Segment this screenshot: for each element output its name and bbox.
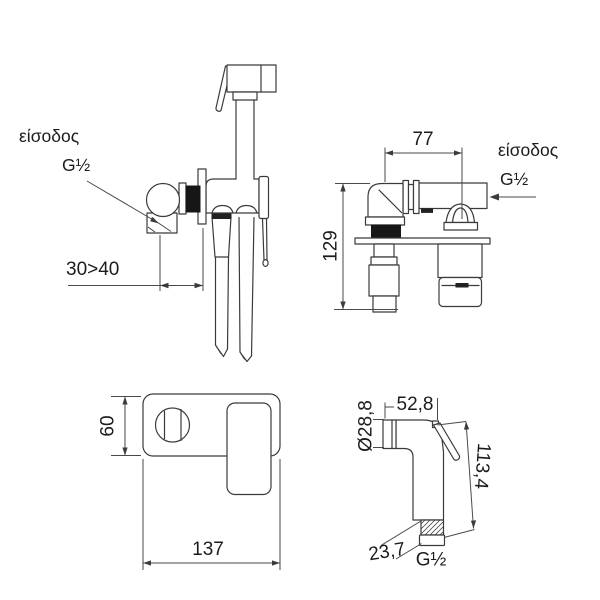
front-inlet-label: είσοδος xyxy=(19,126,80,146)
front-inlet-size-label: G½ xyxy=(62,155,91,175)
sprayer-head-diameter-dimension: Ø28,8 xyxy=(355,400,377,452)
sprayer-head-length-dimension: 52,8 xyxy=(396,394,434,415)
side-view-drawing xyxy=(334,147,536,313)
sprayer-view-drawing xyxy=(373,398,477,560)
plate-width-dimension: 137 xyxy=(192,539,224,560)
plate-view-drawing xyxy=(111,393,281,570)
front-view-drawing xyxy=(68,64,277,363)
side-width-dimension: 77 xyxy=(412,129,434,150)
plate-height-dimension: 60 xyxy=(97,415,119,437)
front-wall-depth-dimension: 30>40 xyxy=(66,259,120,280)
side-height-dimension: 129 xyxy=(320,230,342,262)
side-inlet-size-label: G½ xyxy=(500,169,529,189)
sprayer-thread-size-label: G½ xyxy=(415,549,447,571)
side-inlet-label: είσοδος xyxy=(498,140,559,160)
sprayer-total-height-dimension: 113,4 xyxy=(469,442,495,490)
